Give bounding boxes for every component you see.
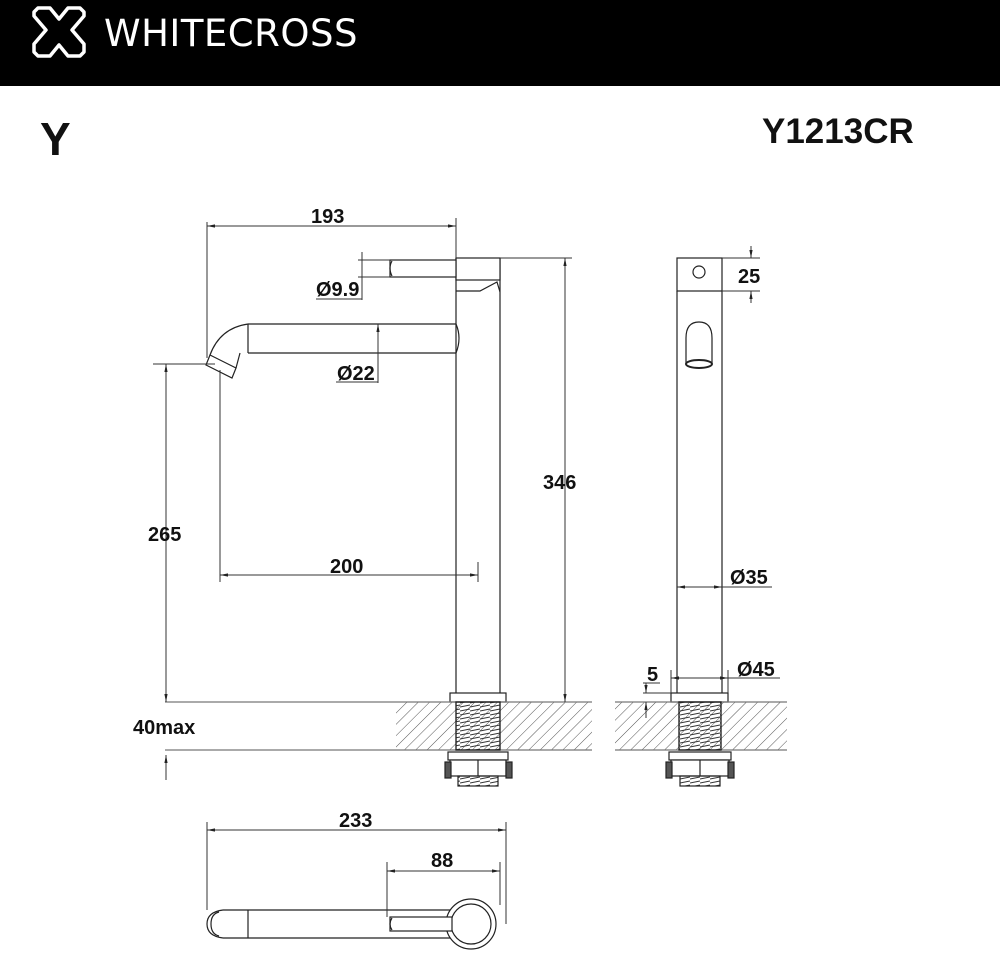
dimension-handle-diameter: Ø9.9	[316, 279, 359, 301]
top-view-dimensions	[206, 822, 507, 924]
brand-name: WHITECROSS	[104, 12, 358, 55]
dimension-spout-diameter: Ø22	[337, 363, 375, 385]
dimension-overall-reach: 193	[311, 206, 344, 228]
dimension-max-deck-thickness: 40max	[133, 717, 195, 739]
dimension-overall-length: 233	[339, 810, 372, 832]
side-view	[615, 257, 787, 787]
top-view	[206, 898, 497, 950]
front-view-dimensions	[153, 218, 572, 780]
dimension-spout-height: 265	[148, 524, 181, 546]
header-bar: WHITECROSS	[0, 0, 1000, 86]
dimension-base-diameter: Ø45	[737, 659, 775, 681]
dimension-overall-height: 346	[543, 472, 576, 494]
series-label: Y	[40, 113, 71, 165]
dimension-base-height: 5	[647, 664, 658, 686]
dimension-body-diameter: Ø35	[730, 567, 768, 589]
front-view	[165, 257, 592, 787]
dimension-handle-length: 88	[431, 850, 453, 872]
dimension-handle-height: 25	[738, 266, 760, 288]
dimension-spout-projection: 200	[330, 556, 363, 578]
model-number: Y1213CR	[762, 112, 914, 151]
side-view-dimensions	[643, 246, 780, 718]
cross-outline-logo-icon	[32, 6, 86, 58]
